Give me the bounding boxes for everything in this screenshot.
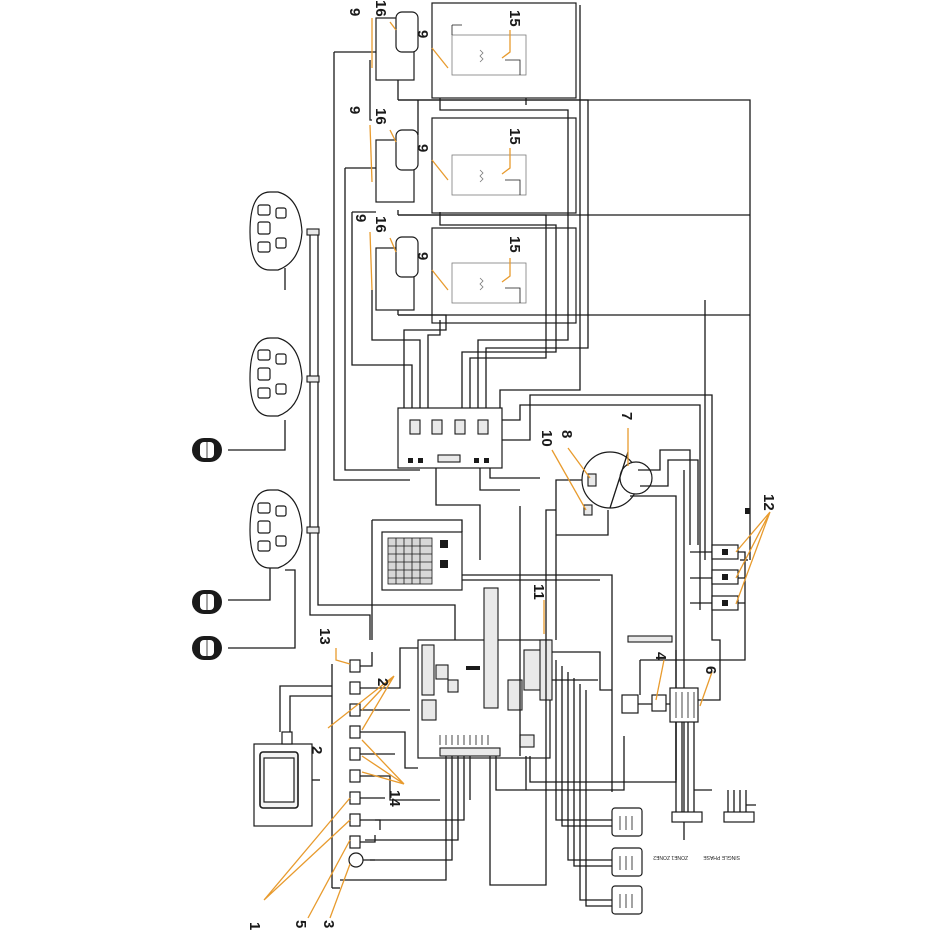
callout-10: 10 [538,430,555,447]
callout-16-bot: 16 [372,216,389,233]
callout-3: 3 [320,920,337,928]
callout-9-mid-a: 9 [346,106,363,114]
callout-7: 7 [618,412,635,420]
jet-unit-3 [612,886,642,914]
callout-9-bot-b: 9 [414,252,431,260]
power-inputs: ZONE1 ZONE2 SINGLE PHASE [653,722,756,860]
pump-7 [582,452,652,515]
headrest-2 [192,590,222,614]
pump-module-top [376,3,576,98]
relay-board [398,408,502,468]
jet-wiring [556,660,612,906]
callout-14: 14 [386,790,403,807]
callout-2a: 2 [374,678,391,686]
callout-9-bot-a: 9 [352,214,369,222]
pump-module-mid [376,118,576,213]
callout-15-bot: 15 [506,236,523,253]
callout-5: 5 [292,920,309,928]
control-display [254,686,332,826]
headrest-1 [192,438,222,462]
callout-16-top: 16 [372,0,389,17]
headrest-3 [192,636,222,660]
keypad-bot [250,490,302,568]
callout-1: 1 [246,922,263,930]
callout-9-top-b: 9 [414,30,431,38]
callout-9-top-a: 9 [346,8,363,16]
svg-text:SINGLE PHASE: SINGLE PHASE [703,854,740,860]
keypad-top [250,192,302,270]
callout-15-mid: 15 [506,128,523,145]
callout-15-top: 15 [506,10,523,27]
callout-2b: 2 [308,746,325,754]
callout-4: 4 [652,652,669,661]
main-control-board [418,588,552,758]
callout-12: 12 [760,494,777,511]
keypad-mid [250,338,302,416]
callout-13: 13 [316,628,333,645]
callout-16-mid: 16 [372,108,389,125]
jet-unit-2 [612,848,642,876]
callout-11: 11 [530,584,547,600]
callout-8: 8 [558,430,575,438]
callout-6: 6 [702,666,719,674]
svg-text:ZONE1 ZONE2: ZONE1 ZONE2 [653,854,688,860]
jet-unit-1 [612,808,642,836]
callout-9-mid-b: 9 [414,144,431,152]
